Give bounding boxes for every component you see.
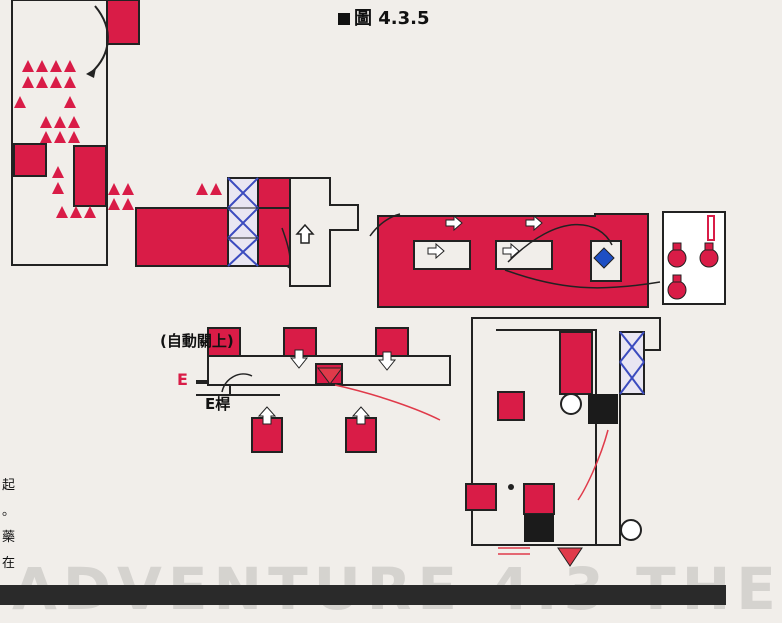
dot-marker (508, 484, 514, 490)
path-arrow (91, 5, 109, 73)
auto-close-label: (自動關上) (160, 332, 234, 350)
red-arrow (577, 429, 609, 501)
spike-icon (14, 60, 222, 218)
corridor-outline (289, 177, 359, 287)
down-arrow-icon (289, 349, 397, 371)
up-arrow-icon (257, 406, 371, 425)
map-diagram (11, 0, 726, 567)
dark-block (588, 394, 618, 424)
square-bullet-icon (338, 13, 350, 25)
side-text-char: 藥 (2, 530, 16, 545)
red-arrow (221, 373, 253, 393)
room-block (135, 207, 229, 267)
dark-block (524, 514, 554, 542)
ladder-block (619, 331, 645, 395)
room-block (523, 483, 555, 515)
circle-marker (620, 519, 642, 541)
room-block (13, 143, 47, 177)
lever-label: E桿 (205, 395, 231, 413)
window-panel (495, 240, 553, 270)
lever-post (196, 380, 208, 384)
e-marker: E (177, 370, 188, 389)
room-block (73, 145, 107, 207)
left-corridor (11, 0, 108, 266)
circle-marker (560, 393, 582, 415)
room-block (257, 177, 291, 209)
path-arrow (369, 213, 401, 237)
path-arrow (504, 269, 661, 289)
trap-triangle (557, 547, 583, 567)
red-arrow (334, 384, 441, 421)
path-arrow (281, 227, 291, 269)
figure-label: 圖 4.3.5 (338, 4, 430, 30)
side-text-char: 。 (2, 504, 16, 519)
room-block (559, 331, 593, 395)
side-text-char: 起 (2, 478, 16, 493)
window-panel (413, 240, 471, 270)
ladder-stripes (707, 215, 715, 241)
ladder-block (227, 177, 259, 267)
figure-label-text: 圖 4.3.5 (354, 8, 430, 29)
room-block (106, 0, 140, 45)
footer-band (0, 585, 726, 605)
room-block (465, 483, 497, 511)
trap-triangle (317, 367, 343, 385)
room-block (497, 391, 525, 421)
up-arrow-icon (295, 223, 315, 244)
potion-icon (667, 242, 719, 300)
lower-rooms (196, 327, 451, 453)
side-text-char: 在 (2, 556, 16, 571)
blue-gem-icon (593, 247, 615, 269)
arrow-head (86, 68, 96, 78)
path-arrow (507, 223, 613, 263)
